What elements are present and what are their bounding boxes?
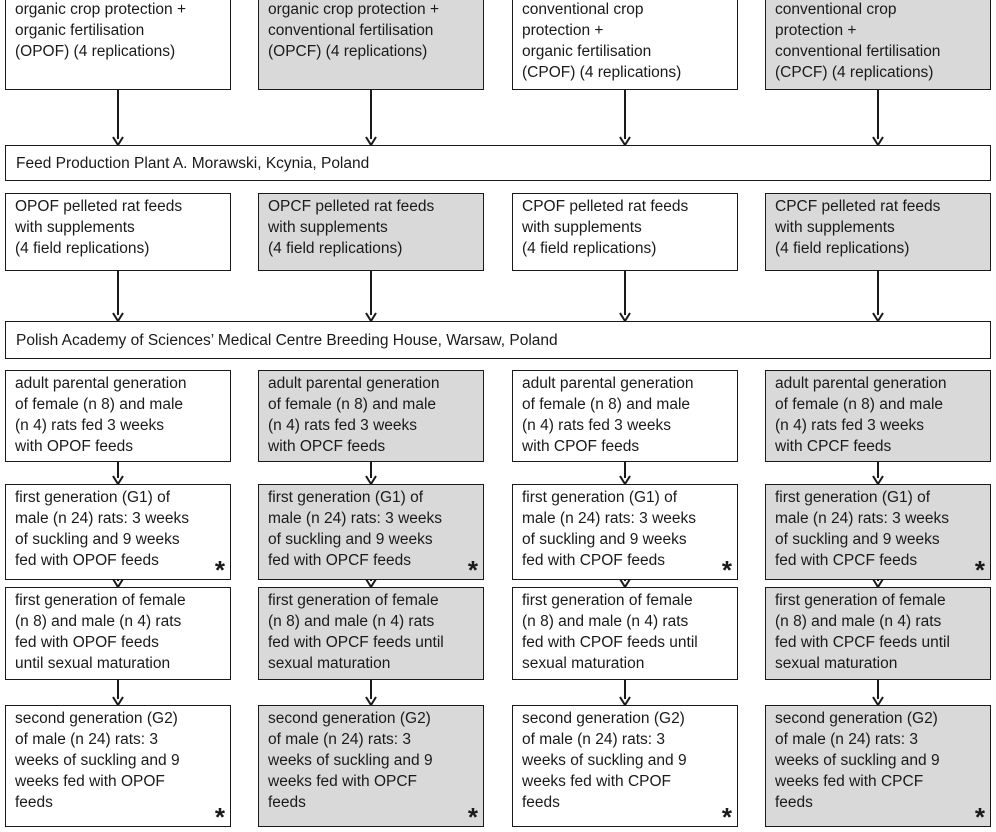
asterisk-marker: *	[214, 802, 225, 832]
opof-g1-box: first generation (G1) of male (n 24) rat…	[5, 484, 231, 585]
cpcf-feed-box: CPCF pelleted rat feeds with supplements…	[765, 193, 991, 271]
opof-g1-text: first generation (G1) of male (n 24) rat…	[15, 489, 190, 569]
opof-first-gen-box: first generation of female (n 8) and mal…	[5, 587, 231, 680]
cpcf-g2-box: second generation (G2) of male (n 24) ra…	[765, 705, 991, 832]
opcf-treatment-text: organic crop protection + conventional f…	[268, 1, 440, 60]
cpcf-g1-box: first generation (G1) of male (n 24) rat…	[765, 484, 991, 585]
cpcf-g1-text: first generation (G1) of male (n 24) rat…	[775, 489, 950, 569]
feed-production-plant-banner: Feed Production Plant A. Morawski, Kcyni…	[5, 145, 991, 181]
breeding-house-banner: Polish Academy of Sciences’ Medical Cent…	[5, 321, 991, 359]
cpof-parental-text: adult parental generation of female (n 8…	[522, 375, 694, 455]
opof-feed-box: OPOF pelleted rat feeds with supplements…	[5, 193, 231, 271]
opof-parental-box: adult parental generation of female (n 8…	[5, 370, 231, 462]
opcf-parental-box: adult parental generation of female (n 8…	[258, 370, 484, 462]
opcf-first-gen-text: first generation of female (n 8) and mal…	[268, 592, 444, 672]
opof-first-gen-text: first generation of female (n 8) and mal…	[15, 592, 186, 672]
opof-feed-text: OPOF pelleted rat feeds with supplements…	[15, 198, 183, 257]
cpof-g2-text: second generation (G2) of male (n 24) ra…	[522, 710, 687, 811]
cpof-first-gen-text: first generation of female (n 8) and mal…	[522, 592, 698, 672]
asterisk-marker: *	[974, 555, 985, 585]
opof-g2-box: second generation (G2) of male (n 24) ra…	[5, 705, 231, 832]
opcf-g2-box: second generation (G2) of male (n 24) ra…	[258, 705, 484, 832]
cpcf-parental-box: adult parental generation of female (n 8…	[765, 370, 991, 462]
opcf-parental-text: adult parental generation of female (n 8…	[268, 375, 440, 455]
cpcf-feed-text: CPCF pelleted rat feeds with supplements…	[775, 198, 941, 257]
cpof-treatment-text: conventional crop protection + organic f…	[522, 1, 682, 81]
cpcf-treatment-text: conventional crop protection + conventio…	[775, 1, 941, 81]
cpof-feed-box: CPOF pelleted rat feeds with supplements…	[512, 193, 738, 271]
opcf-feed-text: OPCF pelleted rat feeds with supplements…	[268, 198, 435, 257]
cpof-treatment-box: conventional crop protection + organic f…	[512, 0, 738, 90]
asterisk-marker: *	[467, 555, 478, 585]
asterisk-marker: *	[467, 802, 478, 832]
cpcf-parental-text: adult parental generation of female (n 8…	[775, 375, 947, 455]
opcf-feed-box: OPCF pelleted rat feeds with supplements…	[258, 193, 484, 271]
cpcf-treatment-box: conventional crop protection + conventio…	[765, 0, 991, 90]
cpcf-first-gen-box: first generation of female (n 8) and mal…	[765, 587, 991, 680]
opof-g2-text: second generation (G2) of male (n 24) ra…	[15, 710, 180, 811]
asterisk-marker: *	[214, 555, 225, 585]
opcf-g1-box: first generation (G1) of male (n 24) rat…	[258, 484, 484, 585]
cpof-g2-box: second generation (G2) of male (n 24) ra…	[512, 705, 738, 832]
cpcf-g2-text: second generation (G2) of male (n 24) ra…	[775, 710, 940, 811]
asterisk-marker: *	[974, 802, 985, 832]
opcf-first-gen-box: first generation of female (n 8) and mal…	[258, 587, 484, 680]
cpof-g1-box: first generation (G1) of male (n 24) rat…	[512, 484, 738, 585]
opcf-g1-text: first generation (G1) of male (n 24) rat…	[268, 489, 443, 569]
opof-treatment-text: organic crop protection + organic fertil…	[15, 1, 187, 60]
asterisk-marker: *	[721, 802, 732, 832]
asterisk-marker: *	[721, 555, 732, 585]
opof-parental-text: adult parental generation of female (n 8…	[15, 375, 187, 455]
cpof-parental-box: adult parental generation of female (n 8…	[512, 370, 738, 462]
cpof-g1-text: first generation (G1) of male (n 24) rat…	[522, 489, 697, 569]
opof-treatment-box: organic crop protection + organic fertil…	[5, 0, 231, 90]
opcf-g2-text: second generation (G2) of male (n 24) ra…	[268, 710, 433, 811]
opcf-treatment-box: organic crop protection + conventional f…	[258, 0, 484, 90]
cpof-feed-text: CPOF pelleted rat feeds with supplements…	[522, 198, 689, 257]
cpof-first-gen-box: first generation of female (n 8) and mal…	[512, 587, 738, 680]
cpcf-first-gen-text: first generation of female (n 8) and mal…	[775, 592, 950, 672]
